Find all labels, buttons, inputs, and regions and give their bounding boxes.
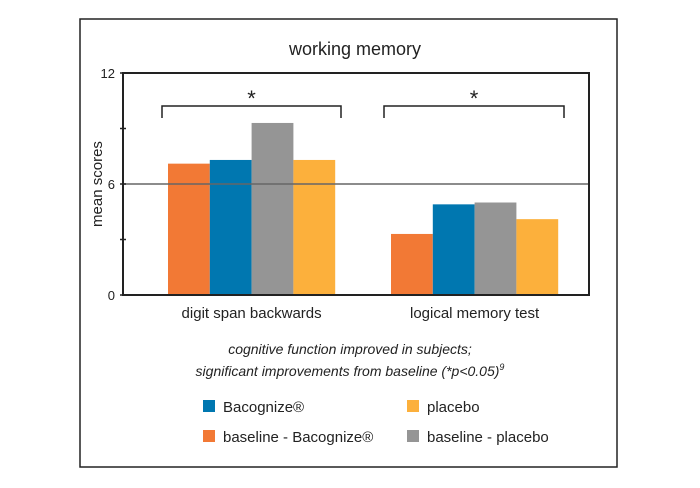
significance-asterisk: * <box>247 86 256 111</box>
significance-bracket <box>161 105 342 118</box>
chart-title: working memory <box>288 39 421 59</box>
x-tick-label: digit span backwards <box>182 305 322 322</box>
legend-swatch <box>407 400 419 412</box>
legend-swatch <box>203 400 215 412</box>
legend-swatch <box>203 430 215 442</box>
legend-label: baseline - Bacognize® <box>223 429 373 446</box>
bar-0-1 <box>209 159 252 295</box>
significance-asterisk: * <box>470 86 479 111</box>
bar-1-2 <box>474 202 517 295</box>
y-tick-label: 12 <box>101 66 115 81</box>
y-axis-label: mean scores <box>89 141 106 227</box>
y-tick-label: 6 <box>108 177 115 192</box>
significance-bracket <box>383 105 565 118</box>
x-tick-label: logical memory test <box>410 305 540 322</box>
bar-1-0 <box>391 233 433 295</box>
bar-0-3 <box>293 159 336 295</box>
legend-label: Bacognize® <box>223 399 304 416</box>
bar-0-2 <box>251 122 294 295</box>
legend-label: placebo <box>427 399 480 416</box>
caption-line-1: cognitive function improved in subjects; <box>228 341 472 357</box>
outer-frame <box>79 18 618 468</box>
bar-0-0 <box>168 163 210 295</box>
caption-superscript: 9 <box>499 362 504 372</box>
bar-1-3 <box>516 219 559 295</box>
legend-label: baseline - placebo <box>427 429 549 446</box>
caption-line-2-text: significant improvements from baseline (… <box>196 363 500 379</box>
caption-line-2: significant improvements from baseline (… <box>196 362 505 379</box>
legend-swatch <box>407 430 419 442</box>
y-tick-label: 0 <box>108 288 115 303</box>
bar-1-1 <box>432 204 475 295</box>
